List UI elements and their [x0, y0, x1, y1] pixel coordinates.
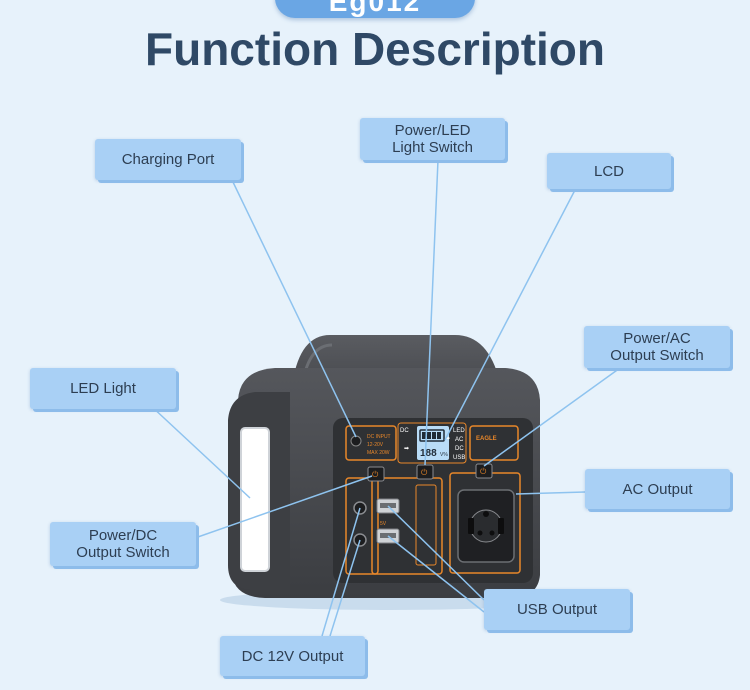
ac-power-switch: ⏻ [475, 463, 493, 479]
lcd-dc-indicator: DC [400, 428, 409, 434]
brand-logo: EAGLE [476, 436, 497, 442]
leader-lcd [444, 189, 576, 441]
led-light-panel [240, 427, 270, 572]
ac-outlet [457, 489, 515, 563]
lcd-usb-indicator: USB [453, 455, 465, 461]
label-power-ac-output-switch: Power/AC Output Switch [584, 326, 730, 368]
power-icon: ⏻ [372, 470, 379, 479]
leader-power-ac-switch [483, 367, 621, 467]
leader-dc-12v-1 [321, 507, 361, 637]
lcd-arrow-left-icon: ➡ [404, 446, 409, 452]
dc-input-spec-text: 12-20V [367, 442, 384, 448]
leader-usb-output-2 [387, 535, 485, 613]
leader-power-dc-switch [194, 475, 373, 539]
lcd-dc2-indicator: DC [455, 446, 464, 452]
leader-ac-output [515, 491, 586, 495]
leader-dc-12v-2 [329, 539, 361, 637]
dc-power-switch: ⏻ [367, 466, 385, 482]
lcd-unit: V% [440, 452, 448, 458]
usb-voltage-label: 5V [380, 521, 387, 527]
label-usb-output: USB Output [484, 589, 630, 630]
lcd-ac-indicator: AC [455, 437, 464, 443]
label-led-light: LED Light [30, 368, 176, 409]
page-title: Function Description [145, 23, 605, 75]
label-dc-12v-output: DC 12V Output [220, 636, 365, 676]
dc-input-text: DC INPUT [367, 434, 391, 440]
power-icon: ⏻ [480, 467, 487, 476]
leader-led-light [149, 404, 251, 499]
leader-power-led-switch [424, 159, 439, 466]
label-power-dc-output-switch: Power/DC Output Switch [50, 522, 196, 566]
label-power-led-light-switch: Power/LED Light Switch [360, 118, 505, 160]
lcd-arrow-right-icon: ➡ [445, 436, 450, 442]
label-ac-output: AC Output [585, 469, 730, 509]
lcd-reading: 188 [420, 448, 437, 459]
label-lcd: LCD [547, 153, 671, 189]
leader-lines [149, 159, 621, 637]
model-badge: Eg012 [275, 0, 475, 18]
lcd-led-indicator: LED [453, 428, 465, 434]
leader-charging-port [231, 179, 357, 438]
led-power-switch: ⏻ [416, 464, 434, 480]
leader-usb-output-1 [387, 505, 485, 601]
dc-input-max-text: MAX 20W [367, 450, 390, 456]
label-charging-port: Charging Port [95, 139, 241, 180]
power-icon: ⏻ [421, 468, 428, 477]
